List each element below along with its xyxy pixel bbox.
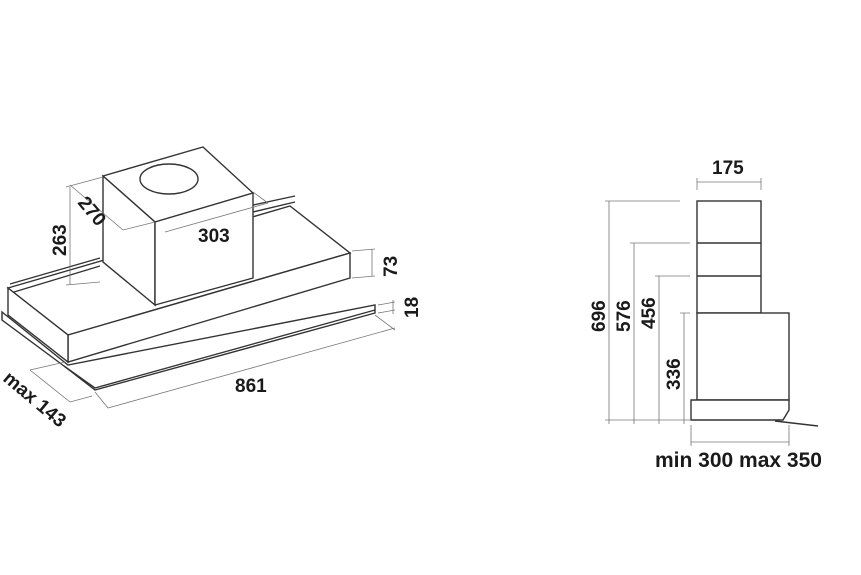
dim-175 [696, 178, 762, 190]
glass-panel [1, 304, 376, 391]
glass-edge [63, 309, 376, 389]
dim-336 [680, 312, 690, 424]
label-18: 18 [402, 297, 423, 318]
dim-73 [351, 248, 376, 279]
label-73: 73 [381, 256, 402, 277]
dim-456 [655, 275, 690, 424]
chimney-sections [697, 242, 761, 277]
label-depth-range: min 300 max 350 [655, 449, 822, 472]
dim-depth [690, 425, 790, 446]
hood-body-side [7, 286, 69, 364]
hood-base [690, 399, 790, 421]
dim-263 [65, 176, 104, 286]
label-861: 861 [235, 376, 267, 397]
isometric-view: 263 270 303 73 18 861 max 143 [0, 146, 423, 432]
glass-panel-open [774, 420, 819, 427]
label-576: 576 [614, 300, 635, 332]
dim-18 [377, 300, 396, 314]
dim-303 [164, 191, 269, 233]
side-view: 175 696 576 456 336 min 300 max 350 [589, 158, 822, 472]
dim-max143 [29, 361, 93, 403]
label-696: 696 [589, 300, 610, 332]
label-303: 303 [198, 226, 230, 247]
rail-right [252, 195, 296, 213]
dim-576 [630, 242, 690, 424]
chimney-front [154, 192, 254, 306]
hood-body [696, 312, 790, 401]
label-175: 175 [712, 158, 744, 179]
chimney-column [696, 200, 762, 314]
dim-696 [605, 200, 691, 424]
rail-left [9, 257, 101, 293]
label-max143: max 143 [0, 368, 70, 432]
exhaust-outlet [139, 163, 199, 195]
label-336: 336 [664, 358, 685, 390]
label-263: 263 [50, 224, 71, 256]
label-456: 456 [639, 297, 660, 329]
dim-270 [69, 184, 156, 231]
dim-861 [94, 314, 396, 409]
